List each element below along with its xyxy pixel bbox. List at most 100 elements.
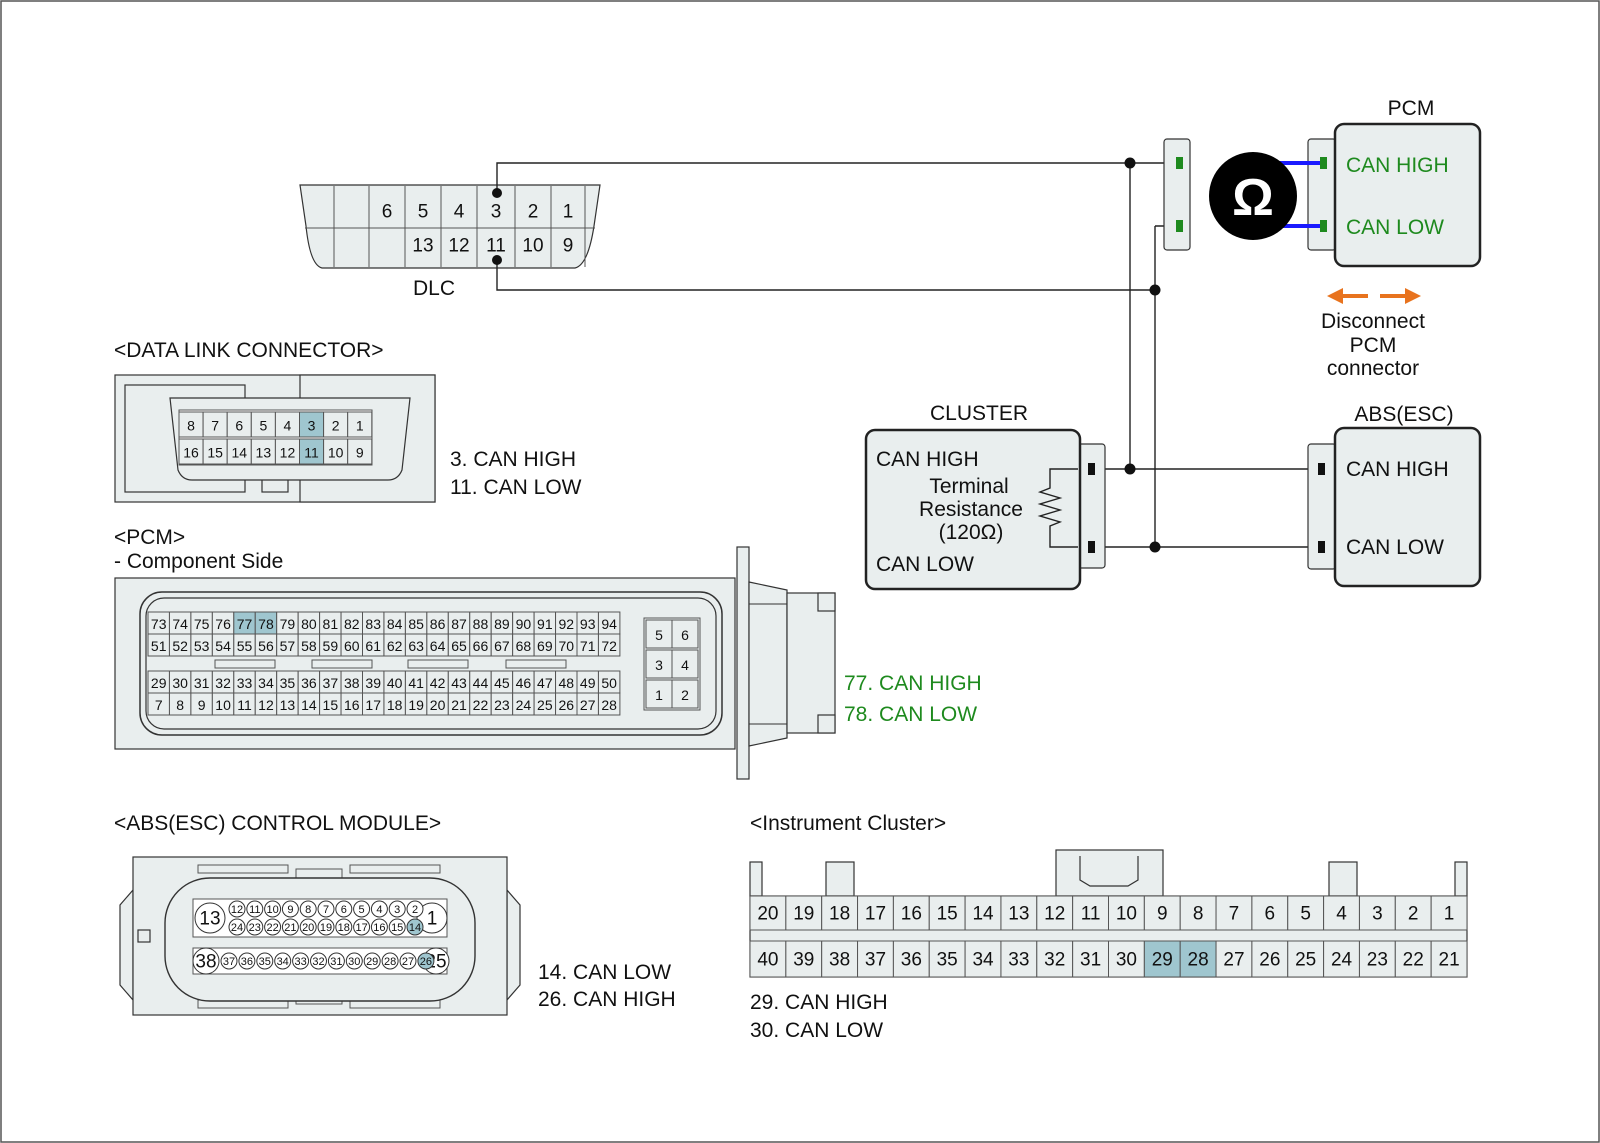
pcm-pin: 9 <box>198 697 206 713</box>
pcm-pin: 29 <box>151 675 167 691</box>
pcm-pin: 72 <box>601 638 617 654</box>
pcm-connector-title: <PCM> <box>114 526 185 549</box>
dlc-pin: 2 <box>528 202 539 223</box>
dlc-label: DLC <box>413 277 455 300</box>
pcm-pin: 93 <box>580 616 596 632</box>
abs-title: ABS(ESC) <box>1354 403 1453 426</box>
cluster-pin: 1 <box>1444 904 1455 925</box>
abs-module: ABS(ESC) CAN HIGH CAN LOW <box>1307 403 1482 588</box>
dlc-face-pin: 8 <box>187 418 195 434</box>
pcm-pin: 36 <box>301 675 317 691</box>
abs-pin: 11 <box>249 904 260 916</box>
cluster-can-low-label: CAN LOW <box>876 553 974 576</box>
dlc-pin: 5 <box>418 202 429 223</box>
cluster-pin: 23 <box>1367 950 1388 971</box>
abs-pin: 35 <box>259 956 271 968</box>
abs-pin: 34 <box>277 956 289 968</box>
pcm-pin: 35 <box>280 675 296 691</box>
pcm-connector-subtitle: - Component Side <box>114 550 283 573</box>
pcm-pin: 67 <box>494 638 510 654</box>
pcm-pin: 89 <box>494 616 510 632</box>
cluster-resistance-line-2: Resistance <box>919 498 1023 521</box>
abs-pin: 24 <box>231 922 243 934</box>
abs-pin: 31 <box>330 956 342 968</box>
cluster-pin: 3 <box>1372 904 1383 925</box>
cluster-pin: 26 <box>1259 950 1280 971</box>
cluster-pin: 16 <box>901 904 922 925</box>
dlc-face-pin: 5 <box>259 418 267 434</box>
pcm-pin: 34 <box>258 675 274 691</box>
dlc-face-pin: 12 <box>280 445 296 461</box>
cluster-pin: 38 <box>829 950 850 971</box>
abs-can-high-label: CAN HIGH <box>1346 458 1449 481</box>
dlc-pin: 1 <box>563 202 574 223</box>
abs-pin: 32 <box>312 956 324 968</box>
dlc-face-pin: 10 <box>328 445 344 461</box>
pcm-pin: 84 <box>387 616 403 632</box>
abs-pin: 21 <box>284 922 296 934</box>
cluster-pin: 9 <box>1157 904 1168 925</box>
pcm-pin: 20 <box>430 697 446 713</box>
pcm-pin: 15 <box>323 697 339 713</box>
abs-pin: 16 <box>373 922 385 934</box>
abs-pin: 26 <box>420 956 432 968</box>
pcm-side-pin: 6 <box>681 627 689 643</box>
ohm-symbol: Ω <box>1232 169 1274 227</box>
abs-pin: 22 <box>266 922 278 934</box>
pcm-pin: 47 <box>537 675 553 691</box>
cluster-pin: 14 <box>972 904 994 925</box>
pcm-can-low-label: CAN LOW <box>1346 216 1444 239</box>
pcm-side-pin: 2 <box>681 687 689 703</box>
abs-pin: 28 <box>384 956 396 968</box>
abs-pin: 10 <box>266 904 278 916</box>
pcm-pin: 76 <box>215 616 231 632</box>
pcm-pin: 33 <box>237 675 253 691</box>
pcm-pin: 94 <box>601 616 617 632</box>
pcm-pin: 41 <box>408 675 424 691</box>
pcm-pin: 90 <box>516 616 532 632</box>
abs-pin: 9 <box>287 904 293 916</box>
dlc-pin: 3 <box>491 202 502 223</box>
cluster-pin: 34 <box>972 950 994 971</box>
abs-pin: 27 <box>402 956 414 968</box>
cluster-pin: 8 <box>1193 904 1204 925</box>
pcm-pin: 86 <box>430 616 446 632</box>
disconnect-line-3: connector <box>1327 357 1419 380</box>
cluster-pin: 5 <box>1300 904 1311 925</box>
pcm-pin: 65 <box>451 638 467 654</box>
pcm-pin: 88 <box>473 616 489 632</box>
cluster-pin: 6 <box>1265 904 1276 925</box>
cluster-pin: 22 <box>1403 950 1424 971</box>
dlc-pin: 12 <box>448 236 469 257</box>
cluster-pin: 10 <box>1116 904 1137 925</box>
cluster-module: CLUSTER CAN HIGH Terminal Resistance (12… <box>864 402 1106 591</box>
pcm-pin: 75 <box>194 616 210 632</box>
abs-pin: 23 <box>249 922 261 934</box>
pcm-pin: 17 <box>365 697 381 713</box>
pcm-pin: 62 <box>387 638 403 654</box>
abs-pin: 38 <box>195 952 216 973</box>
pcm-pin: 24 <box>516 697 532 713</box>
dlc-pin: 10 <box>522 236 543 257</box>
dlc-pin: 11 <box>486 236 506 257</box>
cluster-pin: 39 <box>793 950 814 971</box>
pcm-pin: 58 <box>301 638 317 654</box>
pcm-pin: 42 <box>430 675 446 691</box>
abs-pin: 8 <box>305 904 311 916</box>
disconnect-note: Disconnect PCM connector <box>1321 288 1425 380</box>
cluster-pin: 25 <box>1295 950 1316 971</box>
dlc-pin: 13 <box>412 236 433 257</box>
pcm-pin: 81 <box>323 616 339 632</box>
pcm-side-pin: 3 <box>655 657 663 673</box>
pcm-pin: 7 <box>155 697 163 713</box>
dlc-face-pin: 3 <box>308 418 316 434</box>
pcm-pin: 78 <box>258 616 274 632</box>
cluster-pin: 40 <box>757 950 778 971</box>
pcm-pin: 61 <box>365 638 381 654</box>
pcm-title: PCM <box>1388 97 1435 120</box>
pcm-pin: 10 <box>215 697 231 713</box>
